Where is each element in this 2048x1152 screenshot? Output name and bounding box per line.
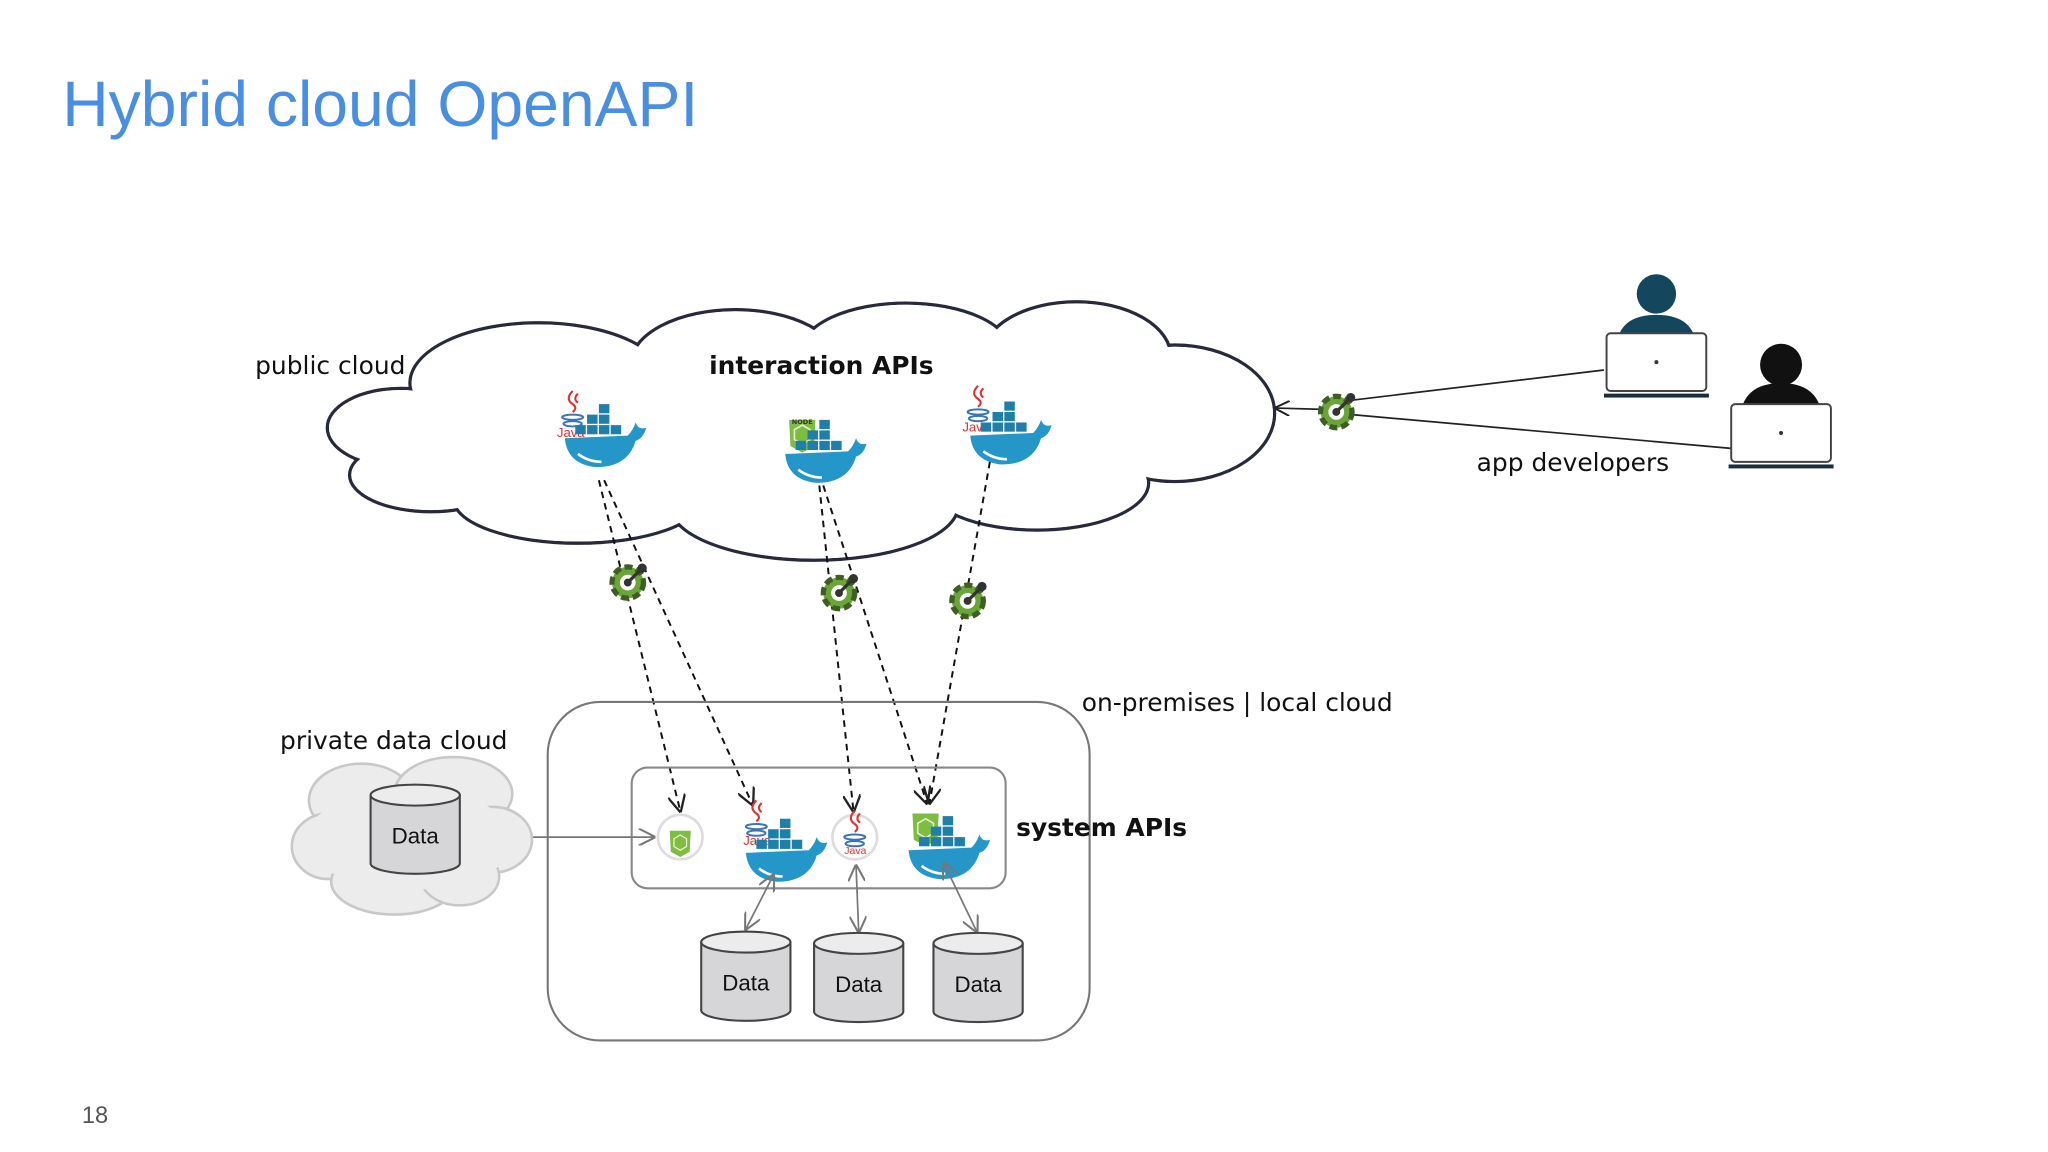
- openapi-icon: [612, 564, 647, 599]
- database-label: Data: [835, 972, 883, 997]
- database-local-1: Data: [700, 930, 792, 1022]
- interaction-api-java-docker-1: Java: [557, 389, 648, 469]
- private-data-cloud-label: private data cloud: [280, 726, 507, 755]
- node-text: NODE: [792, 418, 813, 426]
- developer-male: [1602, 274, 1710, 399]
- system-apis-label: system APIs: [1016, 813, 1187, 842]
- database-label: Data: [955, 972, 1003, 997]
- database-label: Data: [392, 824, 440, 849]
- database-private: Data: [369, 783, 461, 875]
- database-local-2: Data: [813, 931, 905, 1024]
- interaction-api-java-docker-2: Java: [962, 384, 1053, 466]
- interaction-api-node-docker: NODE: [783, 418, 868, 485]
- on-premises-box: [546, 700, 1091, 1042]
- developer-connections: [1276, 369, 1736, 450]
- system-api-java-docker: Java: [743, 799, 829, 884]
- system-api-java: Java: [831, 809, 879, 861]
- app-developers-label: app developers: [1477, 448, 1670, 477]
- public-cloud-shape: [325, 300, 1277, 562]
- slide-title: Hybrid cloud OpenAPI: [62, 68, 698, 140]
- system-api-node: [656, 813, 704, 861]
- openapi-icon: [952, 582, 987, 617]
- system-apis-box: [630, 766, 1007, 890]
- database-label: Data: [722, 971, 770, 996]
- interaction-apis-label: interaction APIs: [709, 351, 934, 380]
- laptop-icon: [1727, 403, 1835, 470]
- java-text: Java: [844, 846, 866, 857]
- public-cloud-label: public cloud: [255, 351, 405, 380]
- java-icon: [744, 799, 768, 837]
- database-local-3: Data: [932, 931, 1024, 1024]
- system-api-node-docker: [907, 812, 992, 881]
- docker-icon: [744, 817, 829, 884]
- openapi-icon: [823, 574, 858, 609]
- developer-female: [1727, 343, 1835, 470]
- laptop-icon: [1602, 332, 1710, 399]
- on-premises-label: on-premises | local cloud: [1082, 688, 1393, 717]
- dashed-connections: [597, 461, 991, 811]
- page-number: 18: [82, 1103, 108, 1129]
- openapi-icon: [1321, 393, 1356, 428]
